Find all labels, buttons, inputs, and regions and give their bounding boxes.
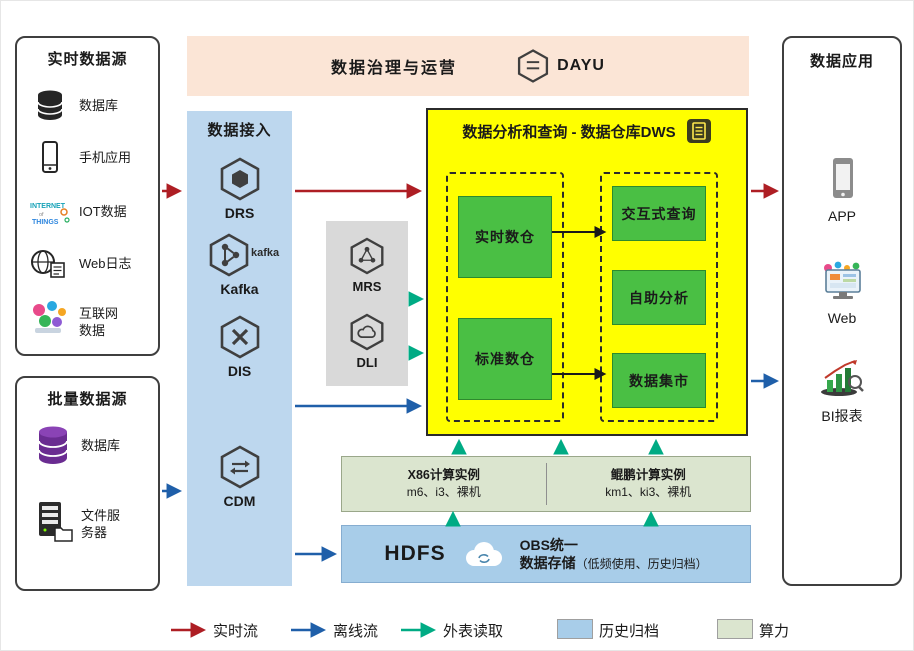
internet-data-icon: [33, 301, 66, 333]
report-document-icon: [686, 119, 711, 143]
source-label: 互联网数据: [79, 306, 119, 338]
realtime-sources-panel: 实时数据源 数据库 手机应用 INTERNET of THINGS IOT数据: [15, 36, 160, 356]
service-label: MRS: [352, 279, 382, 294]
dayu-group: DAYU: [517, 49, 605, 83]
engines-box: MRS DLI: [326, 221, 408, 386]
legend-external-read: 外表读取: [443, 623, 504, 640]
app-label: APP: [827, 208, 856, 224]
web-label: Web: [827, 310, 857, 326]
dis-hexagon-icon: [220, 315, 260, 359]
dws-title: 数据分析和查询 - 数据仓库DWS: [462, 123, 676, 141]
module-realtime-warehouse: 实时数仓: [458, 196, 552, 278]
svg-text:THINGS: THINGS: [32, 219, 59, 226]
app-phone-icon: [833, 158, 853, 198]
applications-panel: 数据应用 APP Web: [782, 36, 902, 586]
cdm-hexagon-icon: [220, 445, 260, 489]
service-label: DLI: [356, 355, 378, 370]
obs-cloud-icon: [465, 542, 502, 566]
x86-title: X86计算实例: [407, 468, 480, 483]
module-data-mart: 数据集市: [612, 353, 706, 408]
dayu-label: DAYU: [557, 57, 605, 74]
source-label: IOT数据: [79, 204, 127, 219]
obs-line1: OBS统一: [519, 536, 578, 553]
legend-compute-swatch: [717, 619, 753, 639]
applications-title: 数据应用: [809, 53, 874, 70]
service-label: CDM: [223, 493, 256, 509]
service-label: Kafka: [220, 281, 259, 297]
web-monitor-icon: [824, 261, 861, 299]
legend-archive-swatch: [557, 619, 593, 639]
realtime-sources-title: 实时数据源: [47, 51, 128, 68]
phone-icon: [42, 141, 58, 173]
legend-compute: 算力: [759, 623, 790, 640]
source-label: 文件服务器: [81, 508, 121, 540]
storage-bar: HDFS OBS统一 数据存储（低频使用、历史归档）: [341, 525, 751, 583]
obs-line2: 数据存储: [519, 554, 576, 571]
legend-archive: 历史归档: [599, 623, 660, 640]
mrs-hexagon-icon: [350, 237, 384, 275]
weblog-globe-icon: [31, 250, 65, 278]
database-icon: [37, 90, 63, 120]
source-label: 数据库: [79, 98, 119, 113]
module-interactive-query: 交互式查询: [612, 186, 706, 241]
data-ingestion-column: 数据接入 DRS kafka Kafka DIS: [187, 111, 292, 586]
obs-line2-row: 数据存储（低频使用、历史归档）: [520, 554, 708, 573]
bi-report-icon: [821, 360, 864, 396]
source-label: 手机应用: [79, 150, 132, 165]
svg-text:INTERNET: INTERNET: [30, 203, 66, 210]
kunpeng-compute: 鲲鹏计算实例 km1、ki3、裸机: [547, 457, 751, 511]
file-server-icon: [39, 502, 73, 542]
service-label: DRS: [224, 205, 255, 221]
module-standard-warehouse: 标准数仓: [458, 318, 552, 400]
divider: [545, 463, 547, 505]
hdfs-label: HDFS: [384, 542, 446, 565]
dws-box: 数据分析和查询 - 数据仓库DWS 实时数仓 标准数仓 交互式查询 自助分析 数…: [426, 108, 748, 436]
database-purple-icon: [38, 426, 68, 464]
source-label: 数据库: [81, 438, 121, 453]
kunpeng-instances: km1、ki3、裸机: [605, 485, 692, 500]
kunpeng-title: 鲲鹏计算实例: [610, 468, 686, 483]
batch-sources-title: 批量数据源: [47, 391, 128, 408]
kafka-wordmark: kafka: [251, 247, 280, 259]
kafka-hexagon-icon: [209, 233, 249, 277]
dli-hexagon-icon: [350, 313, 384, 351]
query-group: [600, 172, 718, 422]
compute-instances-bar: X86计算实例 m6、i3、裸机 鲲鹏计算实例 km1、ki3、裸机: [341, 456, 751, 512]
bi-label: BI报表: [821, 408, 863, 424]
x86-instances: m6、i3、裸机: [406, 485, 481, 500]
source-label: Web日志: [79, 256, 132, 271]
obs-text-block: OBS统一 数据存储（低频使用、历史归档）: [520, 536, 708, 573]
governance-banner: 数据治理与运营 DAYU: [187, 36, 749, 96]
ingestion-title: 数据接入: [207, 122, 272, 139]
batch-sources-panel: 批量数据源 数据库 文件服务器: [15, 376, 160, 591]
obs-note: （低频使用、历史归档）: [575, 556, 708, 571]
legend-realtime-flow: 实时流: [213, 623, 259, 640]
service-label: DIS: [227, 363, 252, 379]
dayu-hexagon-icon: [517, 49, 549, 83]
governance-title: 数据治理与运营: [331, 60, 458, 77]
warehouse-group: [446, 172, 564, 422]
legend-offline-flow: 离线流: [333, 623, 379, 640]
drs-hexagon-icon: [220, 157, 260, 201]
iot-icon: INTERNET of THINGS: [30, 203, 70, 226]
module-self-service-analysis: 自助分析: [612, 270, 706, 325]
dws-title-row: 数据分析和查询 - 数据仓库DWS: [428, 118, 746, 144]
svg-text:of: of: [39, 212, 44, 218]
x86-compute: X86计算实例 m6、i3、裸机: [342, 457, 546, 511]
